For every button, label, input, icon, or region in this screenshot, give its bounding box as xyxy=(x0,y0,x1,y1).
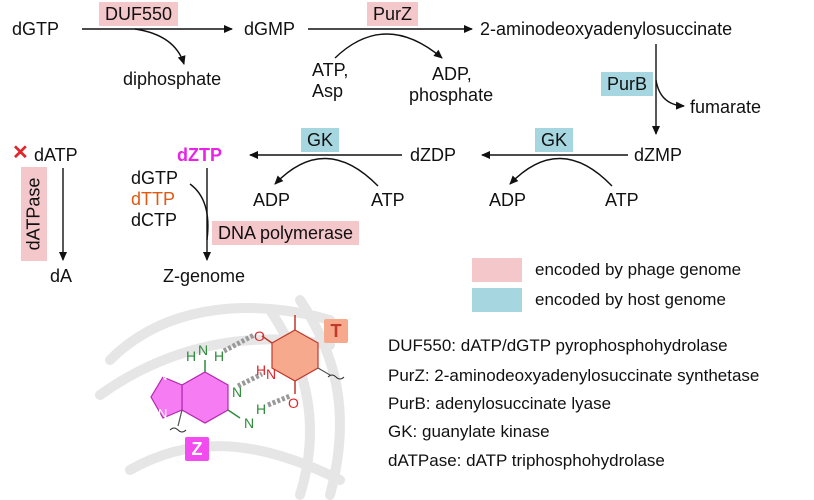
atom-h-top-right: H xyxy=(214,348,225,364)
arrow-dntp-merge xyxy=(189,183,209,241)
label-asp: Asp xyxy=(312,81,344,101)
atom-o-top: O xyxy=(254,328,265,344)
label-dgmp: dGMP xyxy=(244,19,296,39)
atom-o-bottom: O xyxy=(288,395,299,411)
label-adp-right: ADP xyxy=(489,190,527,210)
h-bond-3 xyxy=(267,393,291,408)
legend-host-label: encoded by host genome xyxy=(535,290,726,309)
label-da: dA xyxy=(50,266,73,286)
atom-n-ring2: N xyxy=(158,406,168,421)
definition-gk: GK: guanylate kinase xyxy=(388,422,550,441)
enzyme-duf550: DUF550 xyxy=(99,2,179,26)
atom-h-bottom: H xyxy=(256,401,267,417)
atom-h-t: H xyxy=(256,362,267,378)
definition-purz: PurZ: 2-aminodeoxyadenylosuccinate synth… xyxy=(388,366,760,385)
label-dzdp: dZDP xyxy=(410,145,457,165)
h-bond-2 xyxy=(236,371,264,389)
arrow-atp-adp xyxy=(334,33,443,59)
enzyme-dna-polymerase: DNA polymerase xyxy=(212,221,360,245)
legend-phage-swatch xyxy=(472,258,522,282)
enzyme-datpase-box xyxy=(21,167,47,261)
enzyme-gk-2: GK xyxy=(535,128,574,152)
atom-n-top: N xyxy=(198,342,209,358)
definition-duf550: DUF550: dATP/dGTP pyrophosphohydrolase xyxy=(388,336,728,355)
label-dgtp-2: dGTP xyxy=(131,168,179,188)
arrow-atp-adp-mid xyxy=(274,157,379,187)
base-pair-structure xyxy=(150,315,345,433)
label-dctp: dCTP xyxy=(131,210,178,230)
atom-n-mid: N xyxy=(232,384,243,400)
label-diphosphate: diphosphate xyxy=(123,69,222,89)
enzyme-datpase: dATPase xyxy=(23,177,44,251)
label-adp-mid: ADP xyxy=(253,190,291,210)
z-six-ring xyxy=(181,371,229,424)
arrow-diphosphate xyxy=(134,28,186,65)
z-five-ring xyxy=(150,376,183,419)
atom-n-t: N xyxy=(266,366,277,382)
label-atp-1: ATP, xyxy=(312,60,349,80)
h-bond-1 xyxy=(222,332,256,354)
label-dttp: dTTP xyxy=(131,189,176,209)
enzyme-purz: PurZ xyxy=(367,2,419,26)
atom-n-bottom: N xyxy=(244,415,255,431)
label-fumarate: fumarate xyxy=(690,97,762,117)
label-datp: dATP xyxy=(34,145,78,165)
label-dztp: dZTP xyxy=(177,145,222,165)
label-zgenome: Z-genome xyxy=(163,266,246,286)
arrow-fumarate xyxy=(655,79,685,110)
legend-phage-label: encoded by phage genome xyxy=(535,260,742,279)
definition-datpase: dATPase: dATP triphosphohydrolase xyxy=(388,451,665,470)
atom-h-top-left: H xyxy=(186,348,197,364)
label-phosphate: phosphate xyxy=(409,85,494,105)
label-adenylosuccinate: 2-aminodeoxyadenylosuccinate xyxy=(480,19,733,39)
enzyme-purb: PurB xyxy=(601,72,654,96)
label-adp-1: ADP, xyxy=(432,64,472,84)
arrow-atp-adp-right xyxy=(509,157,613,187)
enzyme-gk-1: GK xyxy=(301,128,340,152)
label-dzmp: dZMP xyxy=(634,145,683,165)
legend-host-swatch xyxy=(472,288,522,312)
label-atp-right: ATP xyxy=(605,190,639,210)
t-base-badge: T xyxy=(324,319,348,343)
blocked-cross-icon: ✕ xyxy=(12,142,29,164)
z-base-badge: Z xyxy=(185,437,209,461)
label-dgtp: dGTP xyxy=(12,19,60,39)
label-atp-mid: ATP xyxy=(371,190,405,210)
atom-n-ring1: N xyxy=(158,368,168,383)
definition-purb: PurB: adenylosuccinate lyase xyxy=(388,394,612,413)
